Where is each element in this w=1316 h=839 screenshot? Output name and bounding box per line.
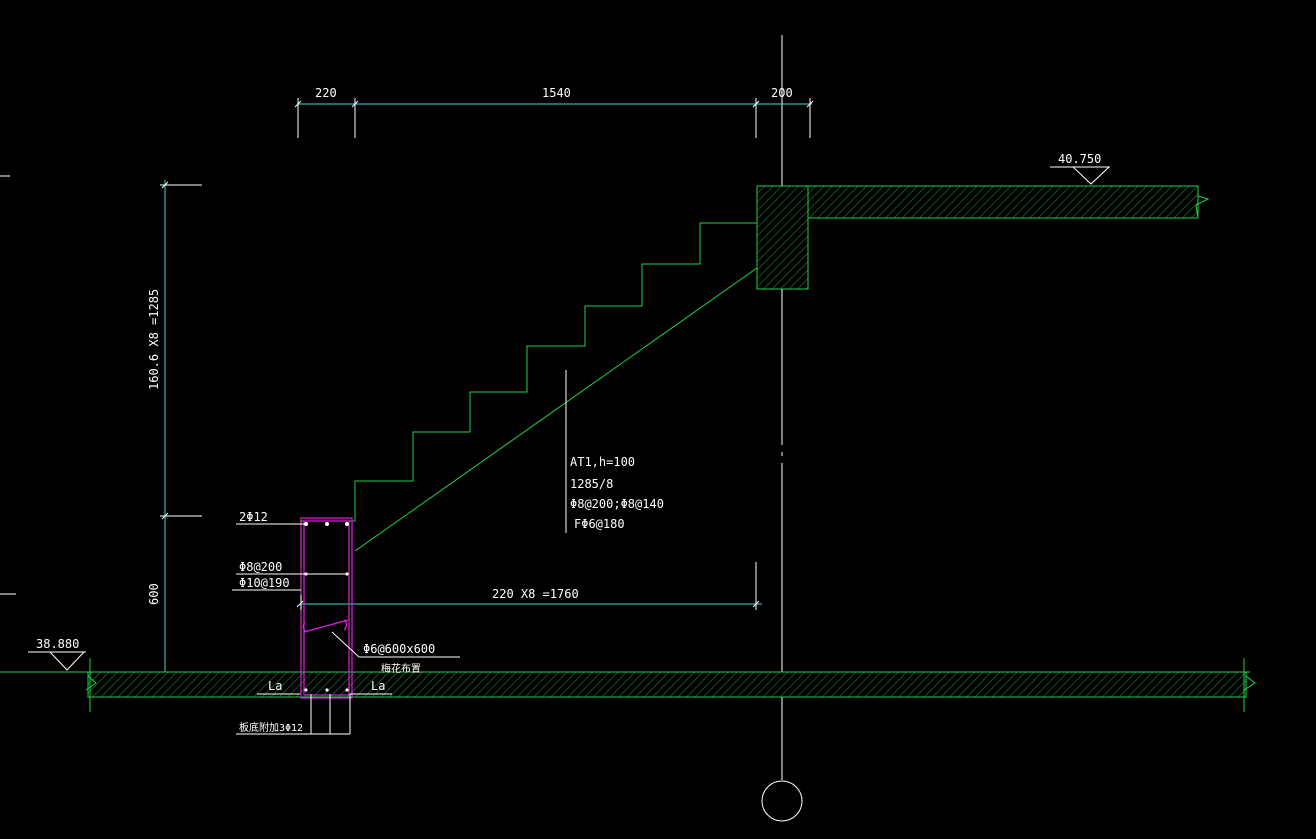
stair-soffit (354, 267, 758, 552)
dim-label-riser-total: 160.6 X8 =1285 (147, 289, 161, 390)
top-dimension-chain: 220 1540 200 (294, 86, 814, 138)
stair-note-line3: Φ8@200;Φ8@140 (570, 497, 664, 511)
run-dimension: 220 X8 =1760 (296, 562, 762, 610)
label-stirrup-a: Φ8@200 (239, 560, 282, 574)
elevation-lower-label: 38.880 (36, 637, 79, 651)
elevation-marker-lower: 38.880 (28, 637, 86, 671)
stair-treads (300, 222, 757, 522)
break-symbol-right (1195, 186, 1210, 219)
label-top-bar: 2Φ12 (239, 510, 268, 524)
label-tie-note: 梅花布置 (381, 662, 421, 675)
beam-labels: 2Φ12 Φ8@200 Φ10@190 Φ6@600x600 梅花布置 La L… (232, 510, 460, 735)
run-dim-label: 220 X8 =1760 (492, 587, 579, 601)
elevation-upper-label: 40.750 (1058, 152, 1101, 166)
label-bottom-bar: 板底附加3Φ12 (239, 721, 303, 734)
foundation-beam (300, 517, 353, 699)
left-dimension-chain: 160.6 X8 =1285 600 (147, 180, 202, 674)
label-tie: Φ6@600x600 (363, 642, 435, 656)
stair-note-line2: 1285/8 (570, 477, 613, 491)
dim-label-600: 600 (147, 583, 161, 605)
axis-line (761, 35, 803, 822)
upper-landing-slab (756, 185, 1210, 290)
ground-slab (0, 658, 1256, 712)
label-anchor-left: La (268, 679, 282, 693)
stair-note-line1: AT1,h=100 (570, 455, 635, 469)
axis-bubble (761, 780, 803, 822)
stair-note: AT1,h=100 1285/8 Φ8@200;Φ8@140 FΦ6@180 (565, 370, 664, 533)
break-symbol-left (85, 675, 97, 691)
landing-beam (756, 185, 809, 290)
elevation-marker-upper: 40.750 (1050, 152, 1110, 185)
label-stirrup-b: Φ10@190 (239, 576, 290, 590)
dim-label-220: 220 (315, 86, 337, 100)
label-anchor-right: La (371, 679, 385, 693)
dim-label-1540: 1540 (542, 86, 571, 100)
break-symbol-right-ground (1243, 675, 1256, 691)
stair-note-line4: FΦ6@180 (574, 517, 625, 531)
dim-label-200: 200 (771, 86, 793, 100)
